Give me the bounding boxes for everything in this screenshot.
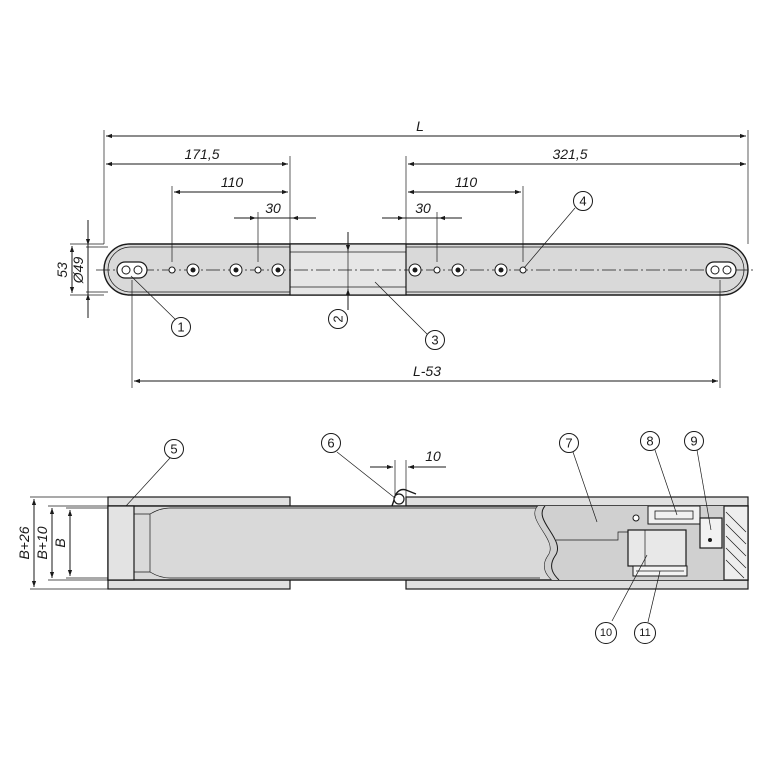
dim-110-right: 110: [455, 174, 478, 190]
rail-inner-outline: [107, 246, 745, 293]
dim-171-5: 171,5: [184, 146, 219, 162]
dim-L-53: L-53: [413, 363, 441, 379]
balloon-2: 2: [328, 309, 348, 329]
end-cap-left: [107, 505, 135, 581]
carriage-right-top: [405, 496, 749, 507]
dim-B: B: [52, 538, 68, 547]
carriage-right-bottom: [405, 579, 749, 590]
dim-B-plus-10: B+10: [34, 526, 50, 559]
spring-element: [647, 505, 701, 525]
top-view: L 171,5 321,5 110 110 30 30 53 Ø49 L-53: [54, 118, 756, 388]
svg-text:5: 5: [170, 442, 177, 457]
dim-10: 10: [425, 448, 441, 464]
balloon-9: 9: [684, 431, 704, 451]
dim-110-left: 110: [221, 174, 244, 190]
svg-text:8: 8: [646, 434, 653, 449]
svg-text:7: 7: [565, 436, 572, 451]
svg-text:6: 6: [327, 436, 334, 451]
stop-block: [699, 517, 723, 549]
balloon-5: 5: [164, 439, 184, 459]
balloon-6: 6: [321, 433, 341, 453]
dim-53: 53: [54, 262, 70, 278]
dim-30-right: 30: [415, 200, 431, 216]
svg-text:4: 4: [579, 194, 586, 209]
brake-block: [627, 529, 687, 567]
side-view: B+26 B+10 B 10: [16, 448, 749, 623]
svg-text:2: 2: [331, 315, 346, 322]
balloon-7: 7: [559, 433, 579, 453]
balloon-1: 1: [171, 317, 191, 337]
svg-text:1: 1: [177, 320, 184, 335]
holes-right: [408, 263, 527, 277]
dim-dia-49: Ø49: [70, 257, 86, 285]
svg-text:3: 3: [431, 333, 438, 348]
dim-30-left: 30: [265, 200, 281, 216]
svg-text:9: 9: [690, 434, 697, 449]
balloon-10: 10: [595, 622, 617, 644]
holes-left: [168, 263, 285, 277]
svg-text:11: 11: [639, 627, 650, 639]
carriage-left-bottom: [107, 579, 291, 590]
carriage-left-top: [107, 496, 291, 507]
rail-body: [103, 243, 749, 296]
balloon-3: 3: [425, 330, 445, 350]
balloon-4: 4: [573, 191, 593, 211]
balloon-11: 11: [634, 622, 656, 644]
svg-text:10: 10: [600, 627, 612, 639]
dim-B-plus-26: B+26: [16, 526, 32, 559]
balloon-8: 8: [640, 431, 660, 451]
dim-321-5: 321,5: [552, 146, 587, 162]
dim-L: L: [416, 118, 424, 134]
end-damper: [723, 505, 749, 581]
